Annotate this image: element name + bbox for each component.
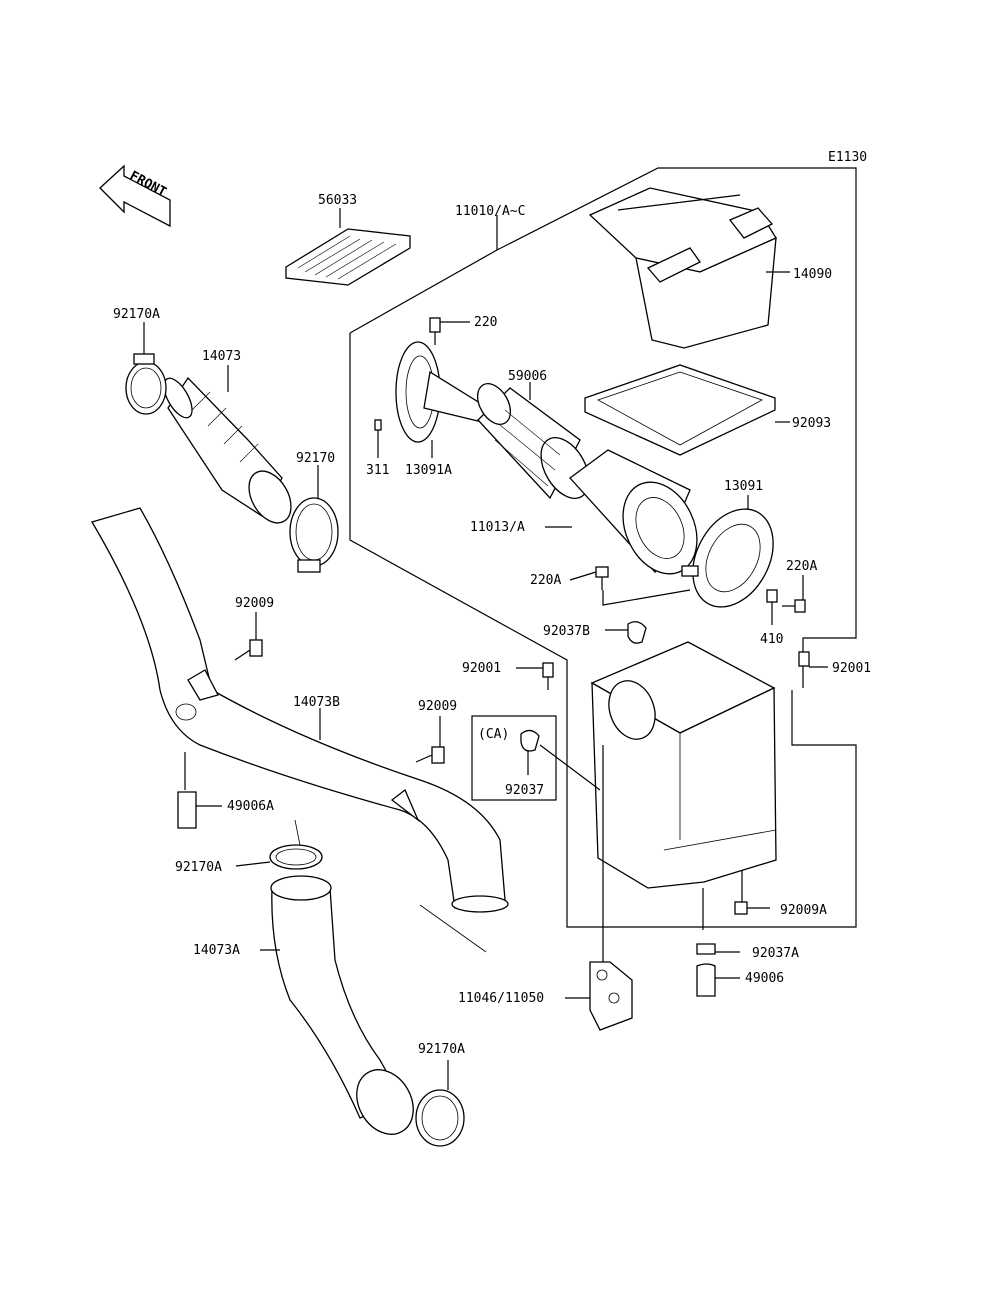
label-92037A: 92037A [752,946,799,961]
part-14073-boot [163,365,292,524]
part-lower-case [590,641,777,997]
label-92170A-mid: 92170A [175,860,222,875]
label-13091A: 13091A [405,463,452,478]
label-11046: 11046/11050 [458,991,544,1006]
small-hardware [516,566,828,690]
label-14073B: 14073B [293,695,340,710]
label-220A-left: 220A [530,573,561,588]
label-11013: 11013/A [470,520,525,535]
label-92093: 92093 [792,416,831,431]
label-92037B: 92037B [543,624,590,639]
label-92009A: 92009A [780,903,827,918]
ca-label: (CA) [478,727,509,742]
label-311: 311 [366,463,389,478]
part-11046-bracket [565,745,633,1031]
part-92093-gasket [584,364,790,456]
label-92170: 92170 [296,451,335,466]
screws-92009 [234,612,445,764]
part-92170A-clamp-bot [415,1060,465,1147]
part-13091-lid [681,495,774,608]
part-11013-element [545,449,698,575]
part-92170A-clamp-top [125,322,167,415]
part-13091A-cover [374,317,489,458]
part-56033-pad [285,208,411,286]
label-49006A: 49006A [227,799,274,814]
part-49006A-sleeve [177,791,222,829]
label-92009-mid: 92009 [418,699,457,714]
label-220: 220 [474,315,497,330]
label-49006: 49006 [745,971,784,986]
part-92170-clamp [289,465,339,573]
label-14073: 14073 [202,349,241,364]
ca-detail-box: (CA) [471,715,601,801]
label-92170A-top: 92170A [113,307,160,322]
label-11010: 11010/A~C [455,204,525,219]
part-number-labels: E1130 56033 11010/A~C 14090 92170A 220 1… [113,150,871,1057]
label-92001-right: 92001 [832,661,871,676]
label-220A-right: 220A [786,559,817,574]
label-92037: 92037 [505,783,544,798]
part-14090-upper-case [588,187,790,349]
front-arrow-icon: FRONT [99,164,171,228]
label-92170A-bot: 92170A [418,1042,465,1057]
label-14073A: 14073A [193,943,240,958]
part-92170A-clamp-mid [235,819,323,870]
label-13091: 13091 [724,479,763,494]
part-14073A-duct [260,875,414,1135]
label-e1130: E1130 [828,150,867,165]
label-59006: 59006 [508,369,547,384]
part-14073B-duct [91,507,509,953]
label-56033: 56033 [318,193,357,208]
label-92009-top: 92009 [235,596,274,611]
label-92001-left: 92001 [462,661,501,676]
label-410: 410 [760,632,783,647]
assembly-frame-lines [349,167,857,928]
label-14090: 14090 [793,267,832,282]
